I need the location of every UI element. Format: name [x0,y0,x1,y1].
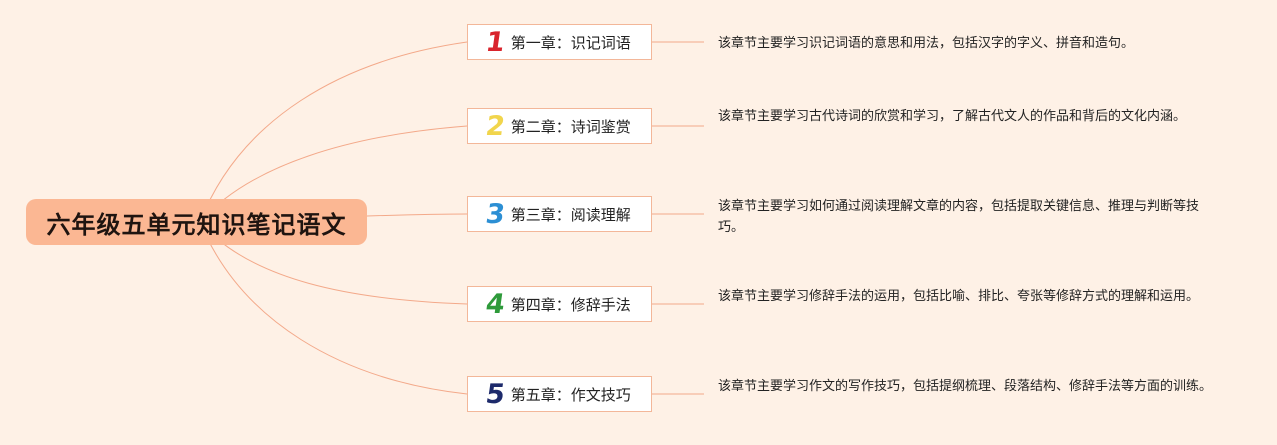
connector-root-chapter-3 [366,213,468,217]
root-title: 六年级五单元知识笔记语文 [46,210,347,239]
chapter-desc-5: 该章节主要学习作文的写作技巧，包括提纲梳理、段落结构、修辞手法等方面的训练。 [718,379,1213,394]
chapter-node-3[interactable]: 3 第三章：阅读理解 [467,196,652,232]
chapter-label-3: 第三章：阅读理解 [510,205,631,224]
chapter-number-3: 3 [483,198,507,230]
chapter-node-4[interactable]: 4 第四章：修辞手法 [467,286,652,322]
connector-root-chapter-5 [199,221,468,395]
chapter-number-4: 4 [483,288,507,320]
chapter-label-1: 第一章：识记词语 [510,33,631,52]
chapter-number-5: 5 [483,378,507,410]
chapter-desc-4: 该章节主要学习修辞手法的运用，包括比喻、排比、夸张等修辞方式的理解和运用。 [718,289,1200,304]
chapter-node-2[interactable]: 2 第二章：诗词鉴赏 [467,108,652,144]
connector-root-chapter-1 [199,41,468,223]
chapter-number-2: 2 [483,110,507,142]
chapter-node-1[interactable]: 1 第一章：识记词语 [467,24,652,60]
chapter-desc-1: 该章节主要学习识记词语的意思和用法，包括汉字的字义、拼音和造句。 [718,36,1135,51]
chapter-desc-3: 该章节主要学习如何通过阅读理解文章的内容，包括提取关键信息、推理与判断等技巧。 [718,199,1200,235]
chapter-label-2: 第二章：诗词鉴赏 [510,117,631,136]
chapter-number-1: 1 [483,26,507,58]
chapter-desc-2: 该章节主要学习古代诗词的欣赏和学习，了解古代文人的作品和背后的文化内涵。 [718,109,1187,124]
root-node[interactable]: 六年级五单元知识笔记语文 [26,199,367,245]
chapter-label-5: 第五章：作文技巧 [510,385,631,404]
chapter-node-5[interactable]: 5 第五章：作文技巧 [467,376,652,412]
chapter-label-4: 第四章：修辞手法 [510,295,631,314]
